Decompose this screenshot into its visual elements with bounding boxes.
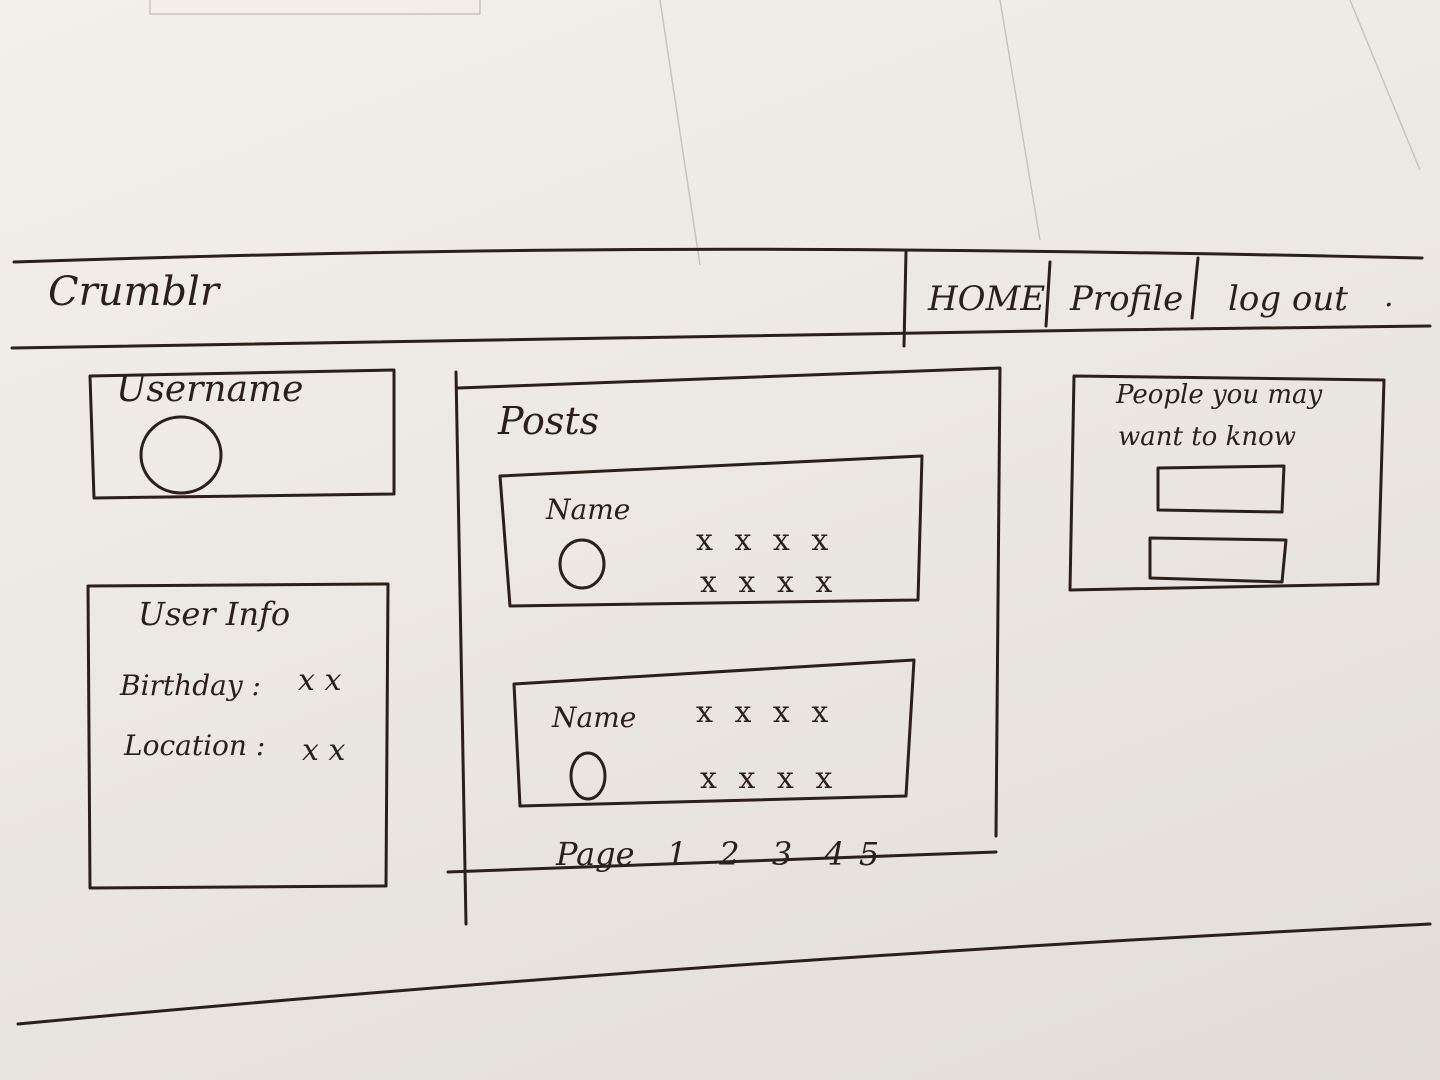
pagination-label: Page: [556, 835, 635, 873]
birthday-value: x x: [298, 663, 342, 698]
pagination: Page 1 2 3 4 5: [556, 838, 901, 870]
suggestions-title-line-2: want to know: [1118, 422, 1296, 452]
suggestions-panel-border: [1068, 374, 1386, 592]
user-info-card-border: [86, 582, 390, 890]
post1-avatar-circle: [558, 538, 606, 590]
user-info-title: User Info: [138, 595, 291, 633]
suggestions-title-line-1: People you may: [1116, 380, 1323, 410]
suggestion-card-1-border: [1156, 464, 1286, 514]
page-link-2[interactable]: 2: [719, 835, 740, 873]
page-link-3[interactable]: 3: [771, 835, 793, 873]
suggestion-card-2-border: [1148, 536, 1288, 584]
suggested-person-card-2[interactable]: [1150, 538, 1286, 582]
post2-content-line-1: x x x x: [696, 695, 835, 730]
post1-content-line-2: x x x x: [700, 565, 839, 600]
post1-card-border: [498, 454, 924, 608]
nav-logout-link[interactable]: log out: [1228, 279, 1348, 319]
posts-panel-border: [446, 366, 1002, 926]
page-footer-line: [16, 922, 1432, 1026]
page-link-1[interactable]: 1: [666, 835, 688, 873]
brand-logo[interactable]: Crumblr: [48, 269, 219, 315]
nav-trailing-dot: .: [1384, 279, 1394, 314]
location-label: Location :: [124, 729, 266, 762]
post2-author-name[interactable]: Name: [552, 701, 637, 734]
post2-content-line-2: x x x x: [700, 761, 839, 796]
username-avatar-circle: [139, 415, 223, 495]
nav-home-link[interactable]: HOME: [928, 279, 1046, 319]
suggested-person-card-1[interactable]: [1158, 466, 1284, 512]
post2-avatar-circle: [569, 751, 607, 801]
posts-title: Posts: [498, 399, 600, 443]
navbar-bottom-line: [10, 324, 1432, 350]
post1-author-name[interactable]: Name: [546, 493, 631, 526]
page-link-5[interactable]: 5: [858, 835, 880, 873]
navbar-divider-brand: [902, 250, 908, 348]
navbar-divider-2: [1190, 256, 1200, 320]
location-value: x x: [302, 733, 346, 768]
page-link-4[interactable]: 4: [824, 835, 845, 873]
nav-profile-link[interactable]: Profile: [1070, 279, 1184, 319]
birthday-label: Birthday :: [120, 669, 261, 702]
username-label: Username: [116, 369, 304, 410]
username-card-border: [88, 368, 396, 500]
post1-content-line-1: x x x x: [696, 523, 835, 558]
paper-trace-lines: [149, 0, 1421, 266]
avatar[interactable]: [140, 416, 222, 494]
navbar-divider-1: [1044, 260, 1052, 328]
post2-card-border: [512, 658, 916, 808]
navbar-top-line: [12, 247, 1424, 264]
